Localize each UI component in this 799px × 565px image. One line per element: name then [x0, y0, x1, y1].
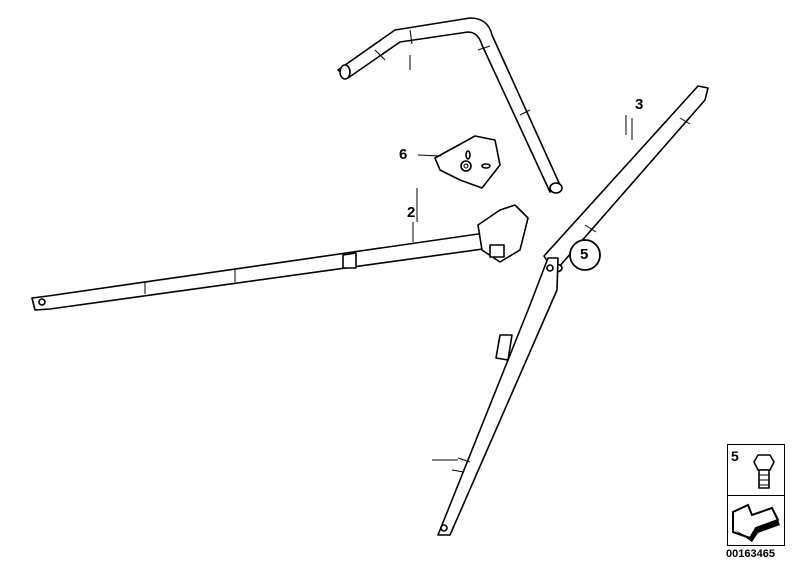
legend-cell-bolt: 5	[728, 445, 784, 496]
arrow-left-icon	[732, 503, 780, 542]
callout-label-3: 3	[635, 96, 644, 113]
top-bracket-part	[337, 17, 563, 194]
plate-part-6	[417, 135, 501, 189]
callout-label-2: 2	[407, 204, 416, 221]
bolt-icon	[753, 454, 775, 489]
bottom-strut-part	[432, 257, 559, 536]
callout-label-6: 6	[399, 146, 408, 163]
strut-part-3	[543, 85, 709, 273]
callout-label-5: 5	[580, 246, 589, 263]
legend-item-number: 5	[731, 448, 739, 464]
callout-circle-5	[569, 239, 601, 271]
strut-part-2	[31, 204, 529, 311]
document-id: 00163465	[726, 548, 775, 560]
legend-box: 5	[727, 444, 785, 546]
